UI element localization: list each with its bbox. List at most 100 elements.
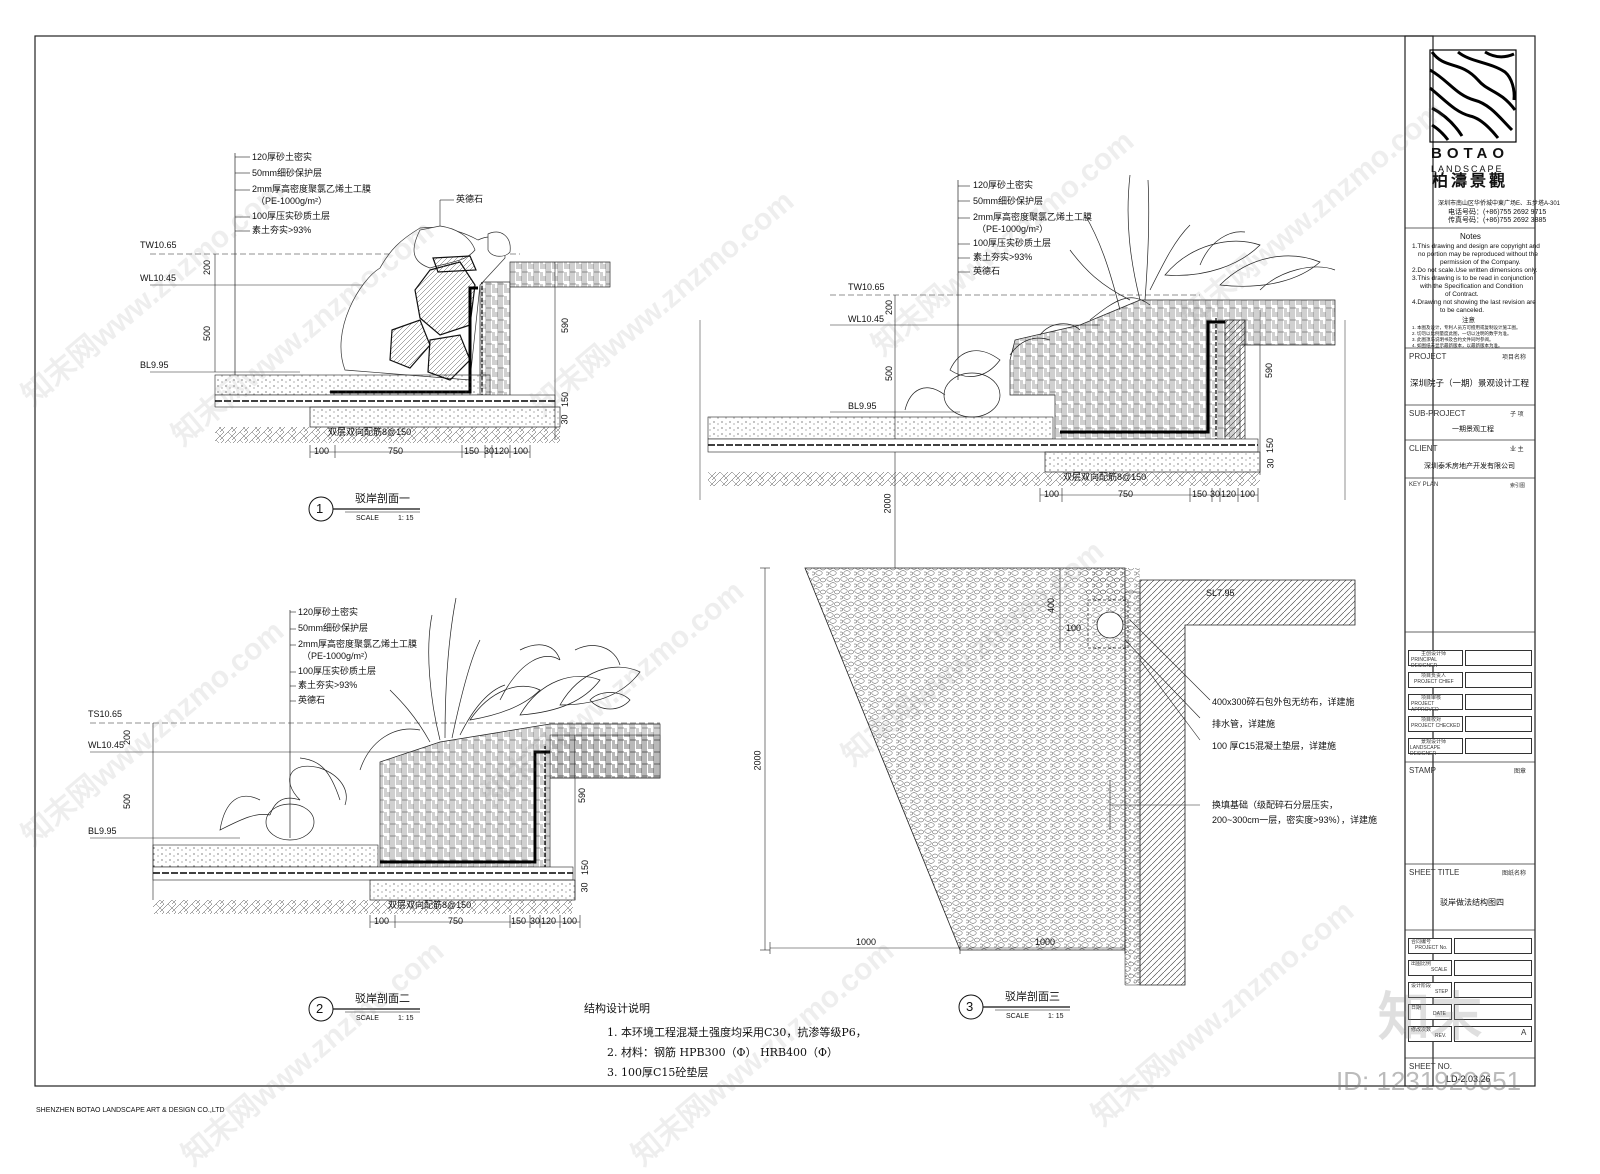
dimension: 30 bbox=[1210, 489, 1221, 499]
meta-value bbox=[1454, 960, 1532, 976]
elevation-label: TW10.65 bbox=[140, 240, 177, 250]
dimension: 2000 bbox=[882, 493, 893, 514]
note-en: 1.This drawing and design are copyright … bbox=[1412, 243, 1540, 250]
dimension: 590 bbox=[577, 787, 588, 804]
layer-label: 2mm厚高密度聚氯乙烯土工膜 bbox=[973, 212, 1093, 222]
elevation-label: TW10.65 bbox=[848, 282, 885, 292]
role-signature bbox=[1465, 694, 1532, 710]
layer-label: （PE-1000g/m²） bbox=[977, 224, 1049, 234]
scale-value: 1: 15 bbox=[398, 515, 414, 522]
elevation-label: BL9.95 bbox=[88, 826, 117, 836]
meta-value bbox=[1454, 982, 1532, 998]
note-en: with the Specification and Condition bbox=[1420, 283, 1523, 290]
elevation-label: SL7.95 bbox=[1206, 588, 1235, 598]
footer-company: SHENZHEN BOTAO LANDSCAPE ART & DESIGN CO… bbox=[36, 1107, 225, 1114]
notes-title: 结构设计说明 bbox=[584, 1002, 650, 1015]
dimension: 1000 bbox=[856, 937, 877, 947]
dimension: 30 bbox=[530, 916, 541, 926]
layer-label: 素土夯实>93% bbox=[298, 680, 358, 690]
title-block-lines bbox=[1405, 227, 1535, 1059]
role-cell: 景观设计师 LANDSCAPE DESIGNER bbox=[1408, 738, 1463, 757]
dimension: 120 bbox=[541, 916, 557, 926]
dimension: 100 bbox=[1240, 489, 1256, 499]
section-3-drawing bbox=[699, 174, 1356, 1020]
subproject-value: 一期景观工程 bbox=[1452, 426, 1494, 433]
section-2-drawing bbox=[90, 597, 661, 1022]
meta-value bbox=[1454, 1004, 1532, 1020]
note-en: 2.Do not scale.Use written dimensions on… bbox=[1412, 267, 1538, 274]
section-number: 1 bbox=[316, 501, 324, 516]
meta-cell: 合同编号 PROJECT No. bbox=[1408, 938, 1452, 954]
meta-value bbox=[1454, 938, 1532, 954]
keyplan-label: KEY PLAN bbox=[1409, 482, 1439, 488]
scale-label: SCALE bbox=[356, 515, 379, 522]
sheet-title-cn-label: 图纸名称 bbox=[1502, 871, 1527, 877]
note-cn: 4. 如图纸未显示最新版本，以最新版本为准。 bbox=[1412, 343, 1503, 348]
role-cell: 项目校对 PROJECT CHECKED bbox=[1408, 716, 1463, 732]
role-cell: 项目负责人 PROJECT CHIEF bbox=[1408, 672, 1463, 688]
note-item: 2. 材料：钢筋 HPB300（Φ） HRB400（Φ） bbox=[607, 1046, 839, 1059]
dimension: 120 bbox=[1221, 489, 1237, 499]
project-cn-label: 项目名称 bbox=[1502, 355, 1527, 361]
dimension: 200 bbox=[884, 299, 895, 316]
project-value: 深圳院子（一期）景观设计工程 bbox=[1410, 378, 1530, 388]
callout: 排水管，详建施 bbox=[1212, 719, 1276, 729]
stamp-label: STAMP bbox=[1409, 766, 1436, 775]
role-signature bbox=[1465, 716, 1532, 732]
section-number: 2 bbox=[316, 1001, 324, 1016]
layer-label: 素土夯实>93% bbox=[973, 252, 1033, 262]
note-cn: 1. 本图及设计，专利人员方可擅用或复制设计施工图。 bbox=[1412, 325, 1521, 330]
sheet-title-label: SHEET TITLE bbox=[1409, 868, 1460, 877]
note-cn: 3. 此图须与说明书及合约文件同时参阅。 bbox=[1412, 337, 1494, 342]
notes-cn-heading: 注意 bbox=[1462, 317, 1475, 324]
keyplan-cn-label: 索引图 bbox=[1510, 483, 1526, 489]
note-en: to be canceled. bbox=[1440, 307, 1485, 314]
meta-cell: 设计阶段 STEP bbox=[1408, 982, 1452, 998]
client-value: 深圳泰禾房地产开发有限公司 bbox=[1424, 463, 1515, 470]
layer-label: 英德石 bbox=[298, 695, 326, 705]
dimension: 1000 bbox=[1035, 937, 1056, 947]
elevation-label: WL10.45 bbox=[848, 314, 885, 324]
dimension: 500 bbox=[884, 365, 895, 382]
elevation-label: BL9.95 bbox=[140, 360, 169, 370]
logo-cn: 柏濤景觀 bbox=[1432, 173, 1509, 190]
dimension: 150 bbox=[580, 859, 591, 876]
note-en: permission of the Company. bbox=[1440, 259, 1521, 266]
subproject-label: SUB-PROJECT bbox=[1409, 409, 1466, 418]
client-label: CLIENT bbox=[1409, 444, 1438, 453]
company-address: 深圳市南山区华侨城中東广场E、五步塔A-301 bbox=[1438, 201, 1561, 207]
dimension: 30 bbox=[579, 882, 590, 893]
role-cell: 项目审核 PROJECT APPROVED bbox=[1408, 694, 1463, 713]
layer-label: 素土夯实>93% bbox=[252, 225, 312, 235]
meta-cell: 修改次数 REV. bbox=[1408, 1026, 1452, 1042]
dimension: 150 bbox=[1192, 489, 1208, 499]
meta-cell: 日期 DATE bbox=[1408, 1004, 1452, 1020]
note-en: 4.Drawing not showing the last revision … bbox=[1412, 299, 1536, 306]
stone-label: 英德石 bbox=[456, 194, 484, 204]
dimension: 150 bbox=[1265, 437, 1276, 454]
callout: 400x300碎石包外包无纺布，详建施 bbox=[1212, 697, 1355, 707]
section-title: 驳岸剖面二 bbox=[355, 993, 410, 1005]
logo-landscape: LANDSCAPE bbox=[1431, 164, 1504, 174]
dimension: 400 bbox=[1046, 597, 1057, 614]
layer-label: 2mm厚高密度聚氯乙烯土工膜 bbox=[298, 639, 418, 649]
drawing-canvas bbox=[34, 35, 1536, 1087]
scale-value: 1: 15 bbox=[1048, 1013, 1064, 1020]
layer-label: 50mm细砂保护层 bbox=[252, 168, 323, 178]
note-item: 3. 100厚C15砼垫层 bbox=[607, 1066, 709, 1079]
dimension: 30 bbox=[484, 446, 495, 456]
dimension: 100 bbox=[513, 446, 529, 456]
layer-label: 100厚压实砂质土层 bbox=[973, 238, 1052, 248]
note-en: of Contract. bbox=[1445, 291, 1479, 298]
company-tel: 电话号码：(+86)755 2692 9715 bbox=[1448, 209, 1547, 216]
role-cell: 主创设计师 PRINCIPAL DESIGNER bbox=[1408, 650, 1463, 669]
dimension: 590 bbox=[560, 317, 571, 334]
note-item: 1. 本环境工程混凝土强度均采用C30，抗渗等级P6， bbox=[607, 1026, 867, 1039]
section-1-drawing bbox=[150, 153, 611, 522]
logo-pattern bbox=[1429, 50, 1517, 141]
dimension: 30 bbox=[559, 414, 570, 425]
role-signature bbox=[1465, 738, 1532, 754]
dimension: 150 bbox=[464, 446, 480, 456]
scale-label: SCALE bbox=[356, 1015, 379, 1022]
dimension: 100 bbox=[1066, 623, 1082, 633]
